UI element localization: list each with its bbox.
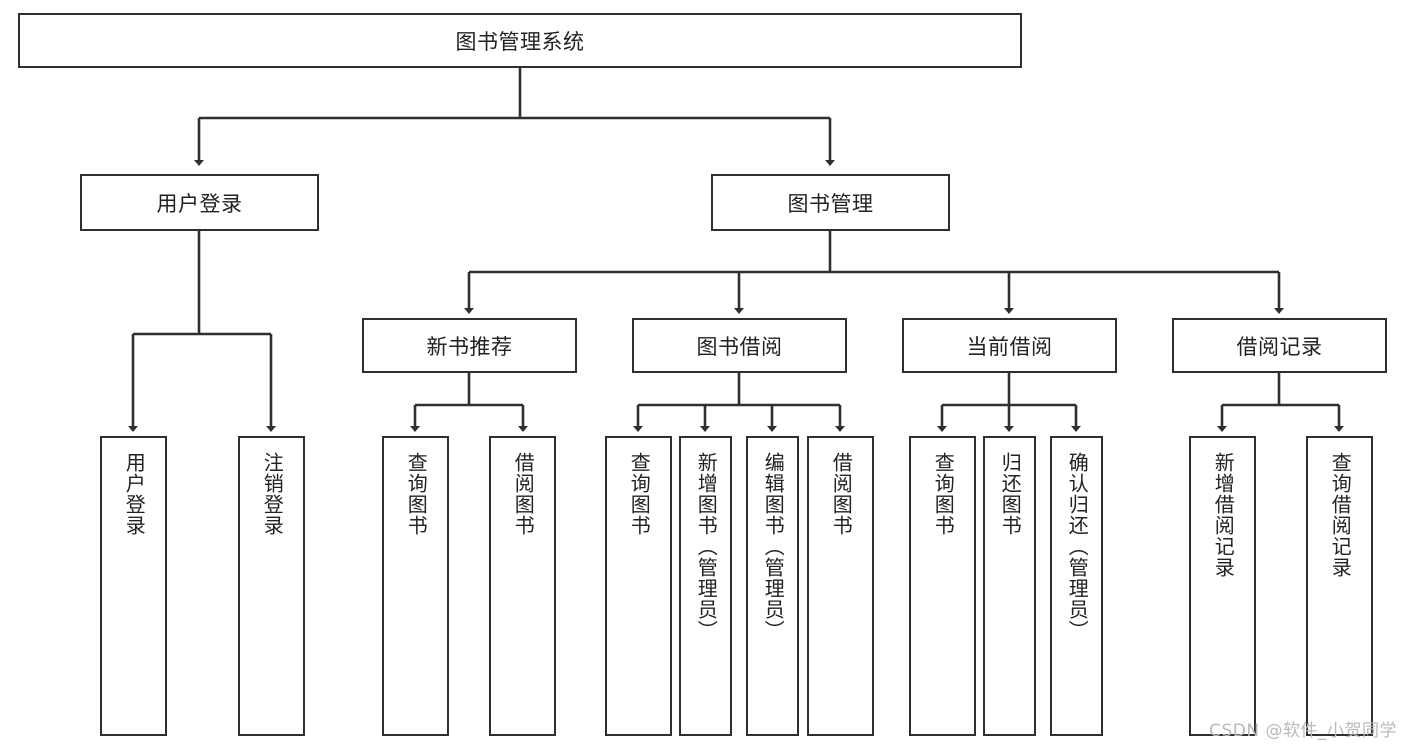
leaf-label: 编辑图书（管理员） [761,452,786,641]
leaf-record-query[interactable]: 查询借阅记录 [1306,436,1373,736]
node-user-login[interactable]: 用户登录 [80,174,319,231]
leaf-label: 新增借阅记录 [1211,452,1236,578]
leaf-borrow-query-book[interactable]: 查询图书 [605,436,672,736]
leaf-user-login-login[interactable]: 用户登录 [100,436,167,736]
node-new-book-recommend[interactable]: 新书推荐 [362,318,577,373]
leaf-label: 用户登录 [122,452,147,536]
leaf-new-book-query[interactable]: 查询图书 [382,436,449,736]
leaf-label: 新增图书（管理员） [694,452,719,641]
leaf-label: 查询图书 [404,452,429,536]
leaf-new-book-borrow[interactable]: 借阅图书 [489,436,556,736]
node-book-borrow[interactable]: 图书借阅 [632,318,847,373]
leaf-current-return-book[interactable]: 归还图书 [983,436,1036,736]
leaf-borrow-borrow-book[interactable]: 借阅图书 [807,436,874,736]
leaf-label: 注销登录 [260,452,285,536]
leaf-borrow-edit-book[interactable]: 编辑图书（管理员） [746,436,799,736]
node-borrow-record[interactable]: 借阅记录 [1172,318,1387,373]
leaf-current-confirm-return[interactable]: 确认归还（管理员） [1050,436,1103,736]
leaf-label: 借阅图书 [511,452,536,536]
leaf-label: 查询图书 [627,452,652,536]
leaf-label: 查询图书 [931,452,956,536]
leaf-label: 归还图书 [998,452,1023,536]
node-current-borrow[interactable]: 当前借阅 [902,318,1117,373]
leaf-user-login-logout[interactable]: 注销登录 [238,436,305,736]
leaf-label: 确认归还（管理员） [1065,452,1090,641]
leaf-borrow-add-book[interactable]: 新增图书（管理员） [679,436,732,736]
node-book-management[interactable]: 图书管理 [711,174,950,231]
node-root-system[interactable]: 图书管理系统 [18,13,1022,68]
leaf-record-add[interactable]: 新增借阅记录 [1189,436,1256,736]
leaf-label: 查询借阅记录 [1328,452,1353,578]
leaf-current-query-book[interactable]: 查询图书 [909,436,976,736]
leaf-label: 借阅图书 [829,452,854,536]
watermark-text: CSDN @软件_小贺同学 [1209,721,1397,741]
